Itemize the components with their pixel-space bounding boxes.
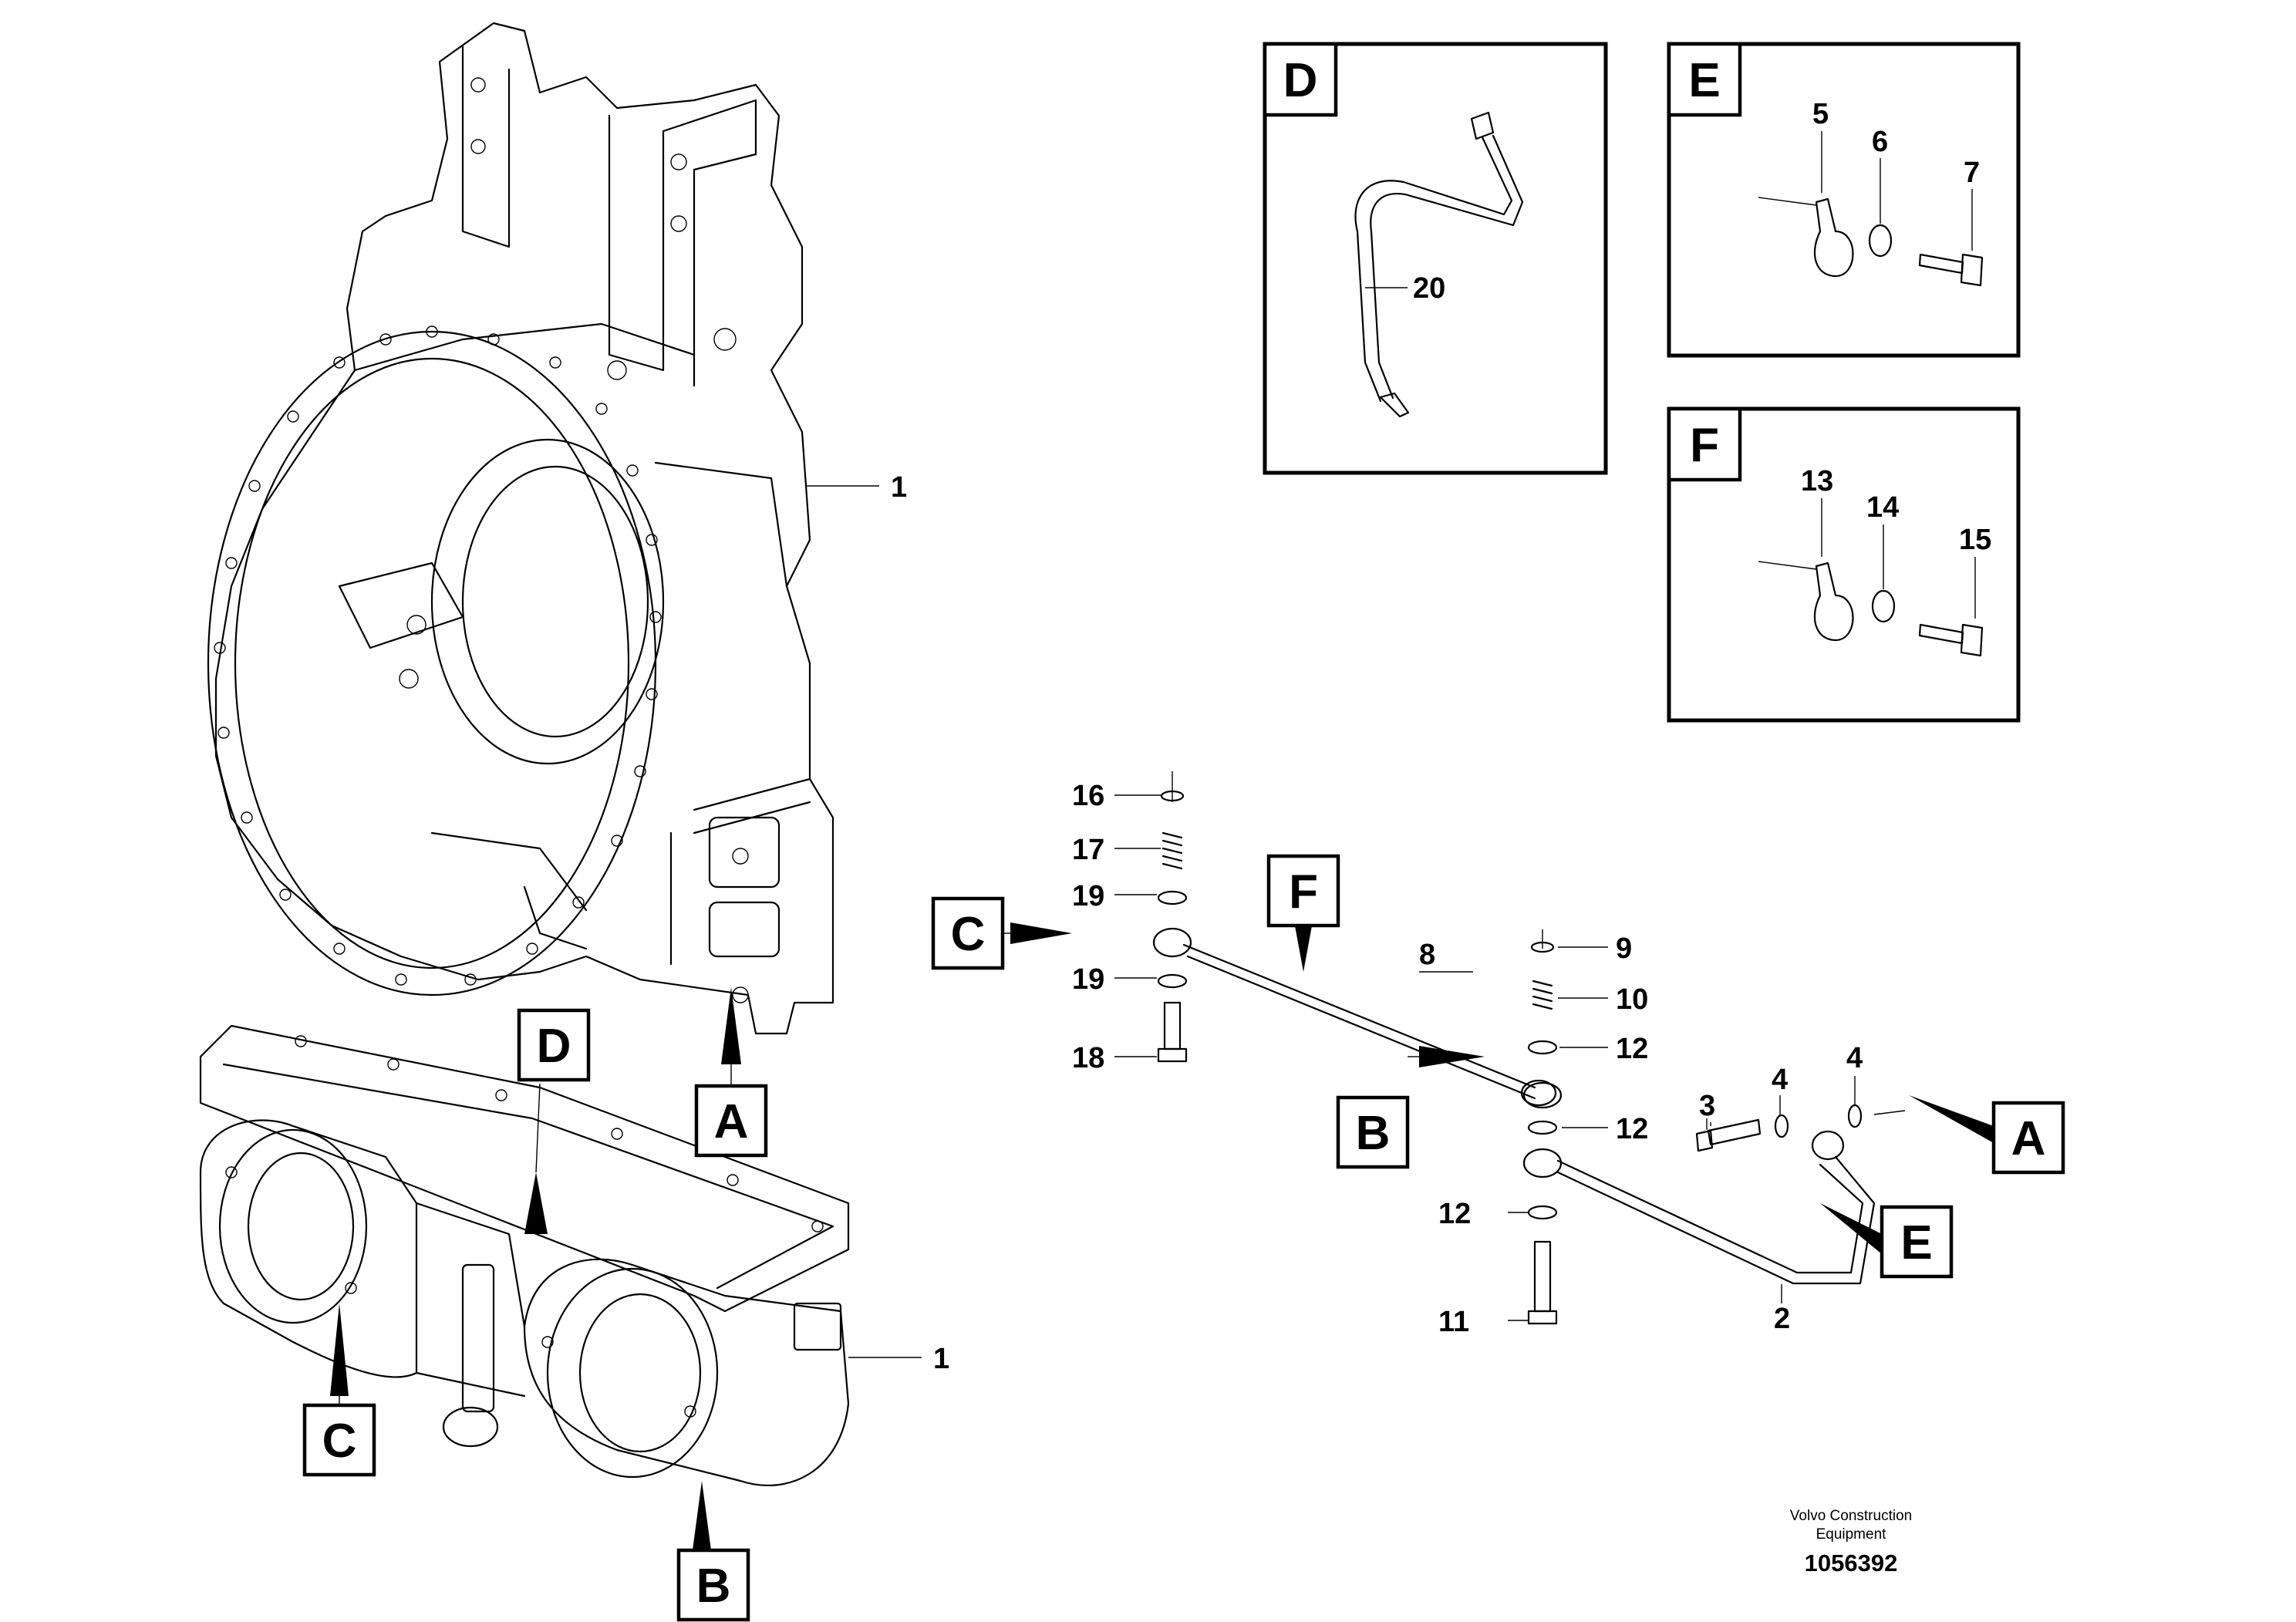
callout-3: 3 — [1699, 1090, 1715, 1122]
housing-cover-drawing — [199, 1024, 922, 1487]
detail-box-f: F — [1667, 406, 2021, 723]
tag-box-c-cover: C — [302, 1396, 376, 1477]
tag-box-d-cover: D — [517, 1008, 591, 1173]
pipe-assembly-drawing — [1152, 771, 1906, 1325]
tag-box-e-pipe: E — [1880, 1205, 1954, 1279]
brand-line-2: Equipment — [1816, 1526, 1887, 1543]
tag-a-pipe: A — [2011, 1112, 2046, 1165]
callout-1-cover: 1 — [933, 1343, 949, 1375]
detail-box-f-label: F — [1690, 419, 1719, 472]
callout-12-mid: 12 — [1616, 1113, 1648, 1145]
callout-13: 13 — [1801, 465, 1833, 497]
callout-2: 2 — [1774, 1303, 1790, 1335]
callout-17: 17 — [1072, 834, 1104, 866]
tag-a-housing: A — [714, 1095, 749, 1148]
document-number: 1056392 — [1805, 1549, 1898, 1576]
callout-12-bottom: 12 — [1438, 1198, 1471, 1230]
callout-20: 20 — [1413, 272, 1445, 305]
callout-5: 5 — [1812, 98, 1829, 130]
tag-box-b-cover: B — [676, 1548, 750, 1622]
callout-11: 11 — [1438, 1306, 1469, 1338]
tag-box-f-pipe: F — [1266, 854, 1340, 928]
detail-box-e-label: E — [1688, 54, 1720, 107]
tag-box-b-pipe: B — [1336, 1095, 1410, 1169]
tag-b-cover: B — [696, 1560, 731, 1613]
tag-box-c-pipe: C — [931, 896, 1005, 970]
callout-19-top: 19 — [1072, 880, 1104, 912]
callout-leaders — [1114, 794, 1856, 1321]
callout-10: 10 — [1616, 983, 1648, 1016]
callout-9: 9 — [1616, 932, 1632, 965]
callout-19-bottom: 19 — [1072, 963, 1104, 996]
callout-1-housing: 1 — [891, 471, 907, 504]
callout-15: 15 — [1959, 524, 1991, 556]
tag-arrows — [330, 922, 1994, 1550]
callout-4-right: 4 — [1846, 1042, 1863, 1074]
detail-box-d: D — [1263, 42, 1608, 475]
detail-box-e: E — [1667, 42, 2021, 358]
brand-line-1: Volvo Construction — [1790, 1508, 1912, 1524]
flywheel-housing-drawing — [207, 22, 879, 1035]
callout-18: 18 — [1072, 1042, 1104, 1074]
part-callouts: 1 1 2 3 4 4 5 6 7 8 9 10 11 12 12 12 13 … — [891, 98, 1991, 1375]
detail-box-d-label: D — [1283, 54, 1318, 107]
footer: Volvo Construction Equipment 1056392 — [1790, 1508, 1912, 1576]
tag-box-a-housing: A — [694, 1064, 768, 1158]
callout-12-top: 12 — [1616, 1033, 1648, 1065]
tag-b-pipe: B — [1356, 1107, 1391, 1160]
tag-e-pipe: E — [1900, 1216, 1932, 1270]
callout-8: 8 — [1419, 939, 1435, 971]
tag-d-cover: D — [537, 1020, 571, 1073]
tag-arrow-shafts — [1003, 932, 1998, 1246]
callout-7: 7 — [1964, 157, 1980, 189]
callout-14: 14 — [1866, 491, 1899, 524]
callout-16: 16 — [1072, 780, 1104, 812]
tag-f-pipe: F — [1289, 865, 1318, 919]
tag-c-pipe: C — [951, 908, 986, 961]
tag-box-a-pipe: A — [1991, 1101, 2065, 1175]
tag-c-cover: C — [322, 1415, 357, 1468]
callout-4-left: 4 — [1772, 1064, 1788, 1096]
callout-6: 6 — [1872, 126, 1888, 158]
